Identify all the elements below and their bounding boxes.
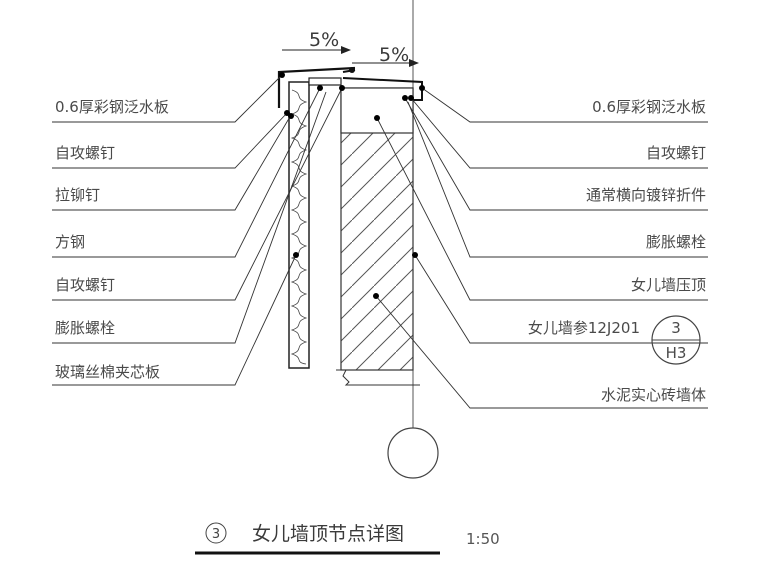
left-label-6: 玻璃丝棉夹芯板 [55, 363, 160, 381]
right-dots [373, 85, 425, 299]
left-leaders [52, 74, 343, 386]
right-labels: 0.6厚彩钢泛水板 自攻螺钉 通常横向镀锌折件 膨胀螺栓 女儿墙压顶 女儿墙参1… [528, 98, 706, 404]
axis-bubble [387, 427, 439, 479]
left-flashing [277, 66, 356, 108]
left-label-0: 0.6厚彩钢泛水板 [55, 98, 169, 116]
right-label-3: 膨胀螺栓 [646, 233, 706, 251]
left-label-3: 方钢 [55, 233, 85, 251]
title-scale: 1:50 [466, 530, 500, 548]
right-label-4: 女儿墙压顶 [631, 276, 706, 294]
brick-wall [336, 87, 420, 386]
left-label-4: 自攻螺钉 [55, 276, 115, 294]
left-label-1: 自攻螺钉 [55, 144, 115, 162]
left-dots [279, 72, 345, 258]
slope-left: 5% [282, 29, 351, 54]
detail-reference-symbol: 3 H3 [651, 315, 701, 365]
slope-left-text: 5% [309, 29, 339, 51]
title-text: 女儿墙顶节点详图 [252, 523, 404, 545]
left-label-5: 膨胀螺栓 [55, 319, 115, 337]
right-label-0: 0.6厚彩钢泛水板 [592, 98, 706, 116]
right-label-6: 水泥实心砖墙体 [601, 386, 706, 404]
right-leaders [375, 87, 708, 409]
ref-bottom: H3 [666, 344, 687, 362]
left-label-2: 拉铆钉 [55, 186, 100, 204]
left-labels: 0.6厚彩钢泛水板 自攻螺钉 拉铆钉 方钢 自攻螺钉 膨胀螺栓 玻璃丝棉夹芯板 [55, 98, 169, 381]
right-label-2: 通常横向镀锌折件 [586, 186, 706, 204]
slope-right: 5% [352, 44, 419, 67]
right-label-5: 女儿墙参12J201 [528, 319, 640, 337]
ref-top: 3 [671, 319, 681, 337]
right-label-1: 自攻螺钉 [646, 144, 706, 162]
title-index: 3 [212, 527, 220, 542]
drawing-title: 3 女儿墙顶节点详图 1:50 [195, 522, 500, 555]
slope-right-text: 5% [379, 44, 409, 66]
